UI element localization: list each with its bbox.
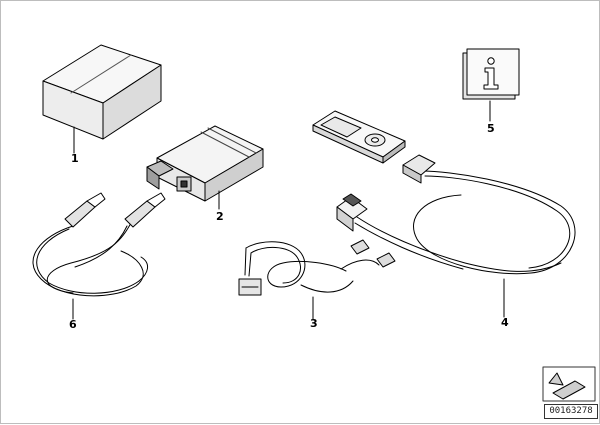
callout-1: 1 bbox=[71, 152, 79, 165]
ipod-device bbox=[312, 110, 406, 164]
part-3-harness bbox=[238, 239, 396, 296]
document-number: 00163278 bbox=[544, 404, 598, 419]
part-1-box bbox=[42, 44, 162, 140]
nav-arrow-box bbox=[542, 366, 596, 402]
part-4-ipod-cable bbox=[336, 154, 576, 275]
callout-5: 5 bbox=[487, 122, 495, 135]
callout-6: 6 bbox=[69, 318, 77, 331]
callout-4: 4 bbox=[501, 316, 509, 329]
part-6-usb-cable bbox=[32, 192, 166, 297]
callout-3: 3 bbox=[310, 317, 318, 330]
part-2-adapter bbox=[146, 125, 264, 202]
callout-2: 2 bbox=[216, 210, 224, 223]
part-5-info-sheet bbox=[462, 48, 520, 100]
